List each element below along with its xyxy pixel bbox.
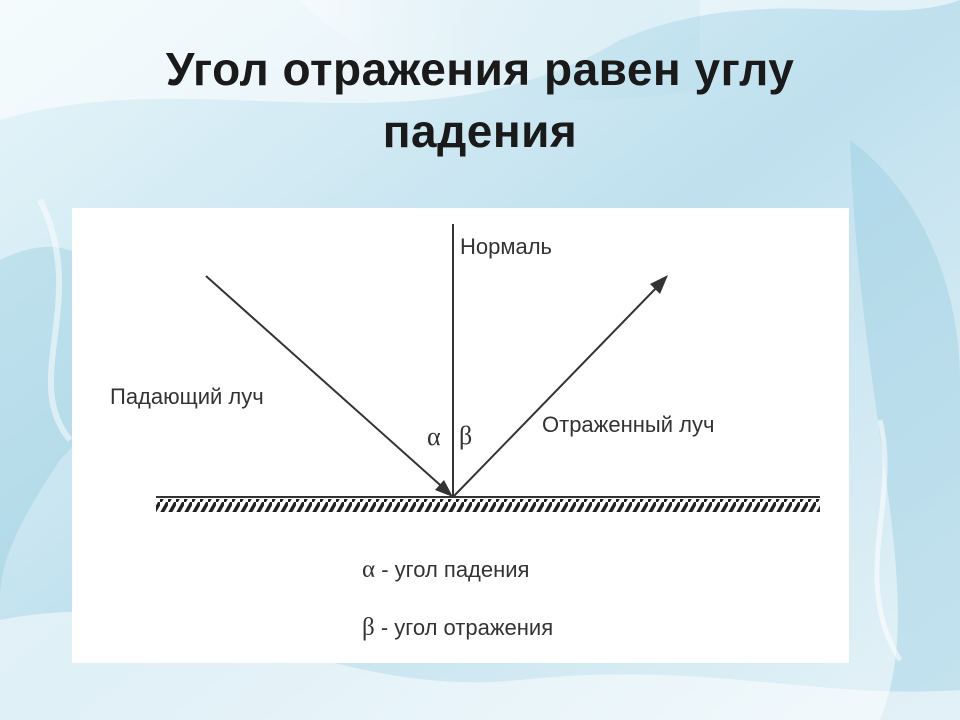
legend-item-alpha: α - угол падения bbox=[362, 556, 529, 584]
slide-title-line-2: падения bbox=[382, 105, 578, 157]
diagram-panel: Нормаль Падающий луч Отраженный луч α β … bbox=[72, 208, 849, 663]
reflection-diagram bbox=[156, 224, 820, 512]
incident-ray-arrowhead bbox=[435, 480, 453, 497]
reflected-ray bbox=[452, 283, 661, 498]
alpha-angle-label: α bbox=[427, 422, 441, 451]
normal-label: Нормаль bbox=[460, 234, 553, 259]
slide-title: Угол отражения равен углу падения bbox=[0, 38, 960, 162]
incident-ray-label: Падающий луч bbox=[110, 384, 264, 409]
legend-alpha-text: - угол падения bbox=[375, 557, 530, 582]
legend-beta-symbol: β bbox=[362, 614, 375, 641]
legend-beta-text: - угол отражения bbox=[374, 615, 554, 640]
mirror-surface-hatch bbox=[156, 499, 820, 512]
beta-angle-label: β bbox=[459, 421, 473, 450]
incident-ray bbox=[205, 275, 449, 493]
slide-title-line-1: Угол отражения равен углу bbox=[165, 43, 795, 95]
legend-item-beta: β - угол отражения bbox=[362, 614, 553, 642]
legend-alpha-symbol: α bbox=[362, 556, 376, 583]
reflected-ray-arrowhead bbox=[650, 275, 668, 294]
reflected-ray-label: Отраженный луч bbox=[542, 412, 715, 437]
